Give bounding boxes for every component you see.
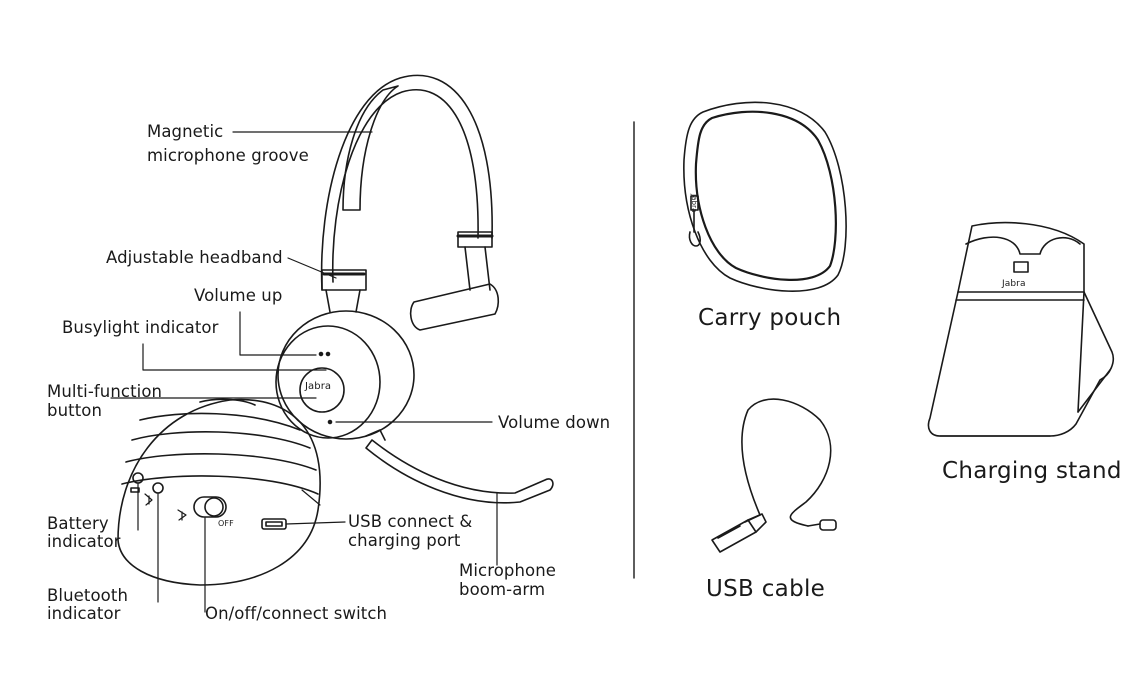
label-boom-arm-line2: boom-arm bbox=[459, 580, 546, 599]
caption-charging-stand: Charging stand bbox=[942, 458, 1122, 484]
label-bluetooth-line2: indicator bbox=[47, 604, 121, 623]
label-magnetic-groove-line2: microphone groove bbox=[147, 146, 309, 165]
caption-usb-cable: USB cable bbox=[706, 576, 826, 602]
microphone-boom-arm bbox=[365, 439, 554, 504]
headset-illustration bbox=[275, 74, 554, 504]
label-volume-up: Volume up bbox=[194, 286, 283, 305]
caption-carry-pouch: Carry pouch bbox=[698, 305, 842, 331]
carry-pouch-illustration bbox=[683, 101, 847, 292]
label-multi-function-line1: Multi-function bbox=[47, 382, 163, 401]
label-bluetooth-line1: Bluetooth bbox=[47, 586, 128, 605]
label-usb-port-line1: USB connect & bbox=[348, 512, 473, 531]
switch-off-text: OFF bbox=[218, 519, 234, 528]
headband bbox=[320, 74, 493, 291]
charging-stand-illustration bbox=[927, 221, 1115, 437]
on-off-switch bbox=[193, 496, 227, 518]
label-usb-port-line2: charging port bbox=[348, 531, 461, 550]
label-busylight-indicator: Busylight indicator bbox=[62, 318, 219, 337]
usb-cable-illustration bbox=[711, 398, 837, 553]
label-on-off-switch: On/off/connect switch bbox=[205, 604, 388, 623]
earcup bbox=[277, 310, 415, 440]
label-adjustable-headband: Adjustable headband bbox=[106, 248, 283, 267]
stand-brand-logo: Jabra bbox=[1002, 279, 1026, 289]
label-volume-down: Volume down bbox=[498, 413, 611, 432]
magnetic-groove bbox=[342, 85, 399, 211]
pouch-brand-logo: Jabra bbox=[690, 194, 698, 213]
label-battery-line1: Battery bbox=[47, 514, 109, 533]
label-multi-function-line2: button bbox=[47, 401, 103, 420]
detail-callout bbox=[117, 398, 321, 586]
earcup-brand-logo: Jabra bbox=[305, 381, 332, 392]
label-magnetic-groove-line1: Magnetic bbox=[147, 122, 224, 141]
label-battery-line2: indicator bbox=[47, 532, 121, 551]
label-boom-arm-line1: Microphone bbox=[459, 561, 557, 580]
multi-function-button bbox=[299, 367, 345, 413]
leader-lines bbox=[110, 131, 498, 613]
t-pad bbox=[409, 283, 500, 331]
